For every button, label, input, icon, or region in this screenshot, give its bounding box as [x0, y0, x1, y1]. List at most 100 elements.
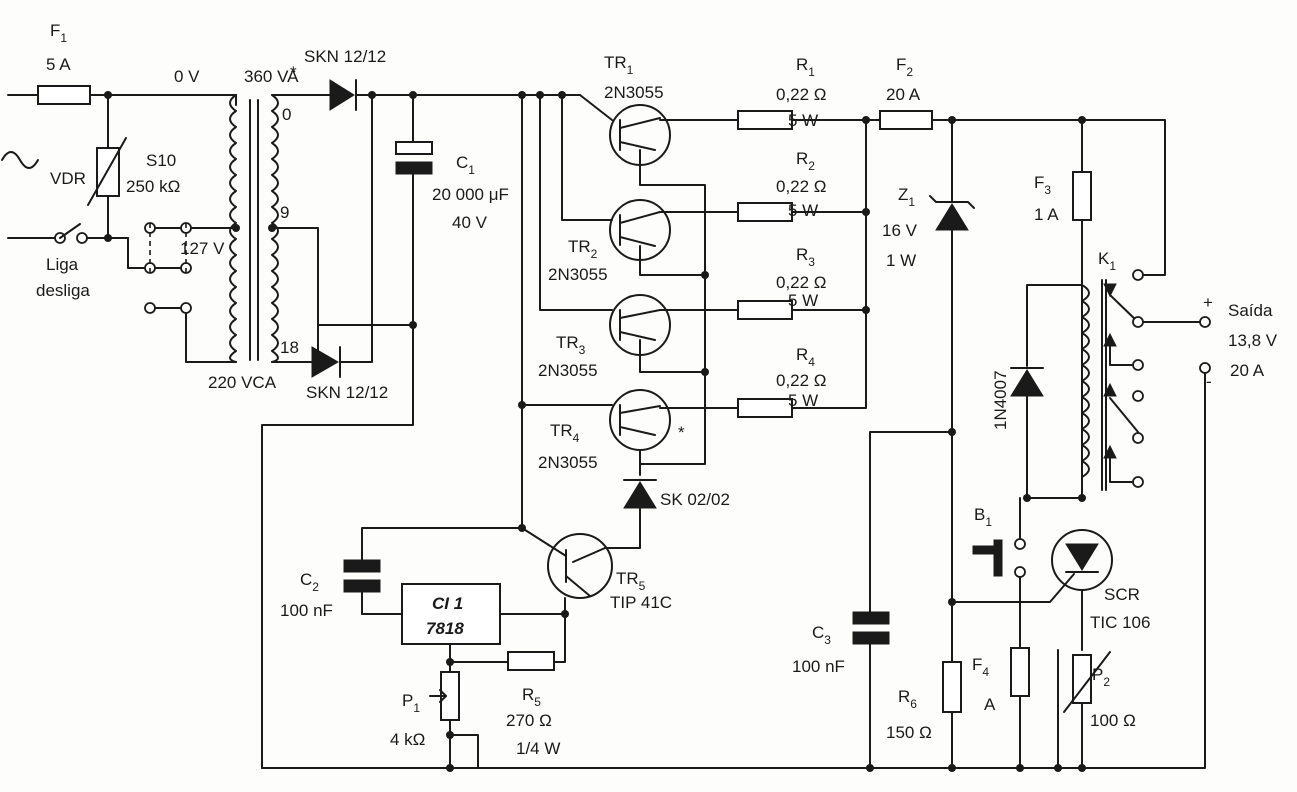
output-voltage: 13,8 V	[1228, 331, 1278, 350]
fuse-f4: F4 A	[972, 647, 1030, 769]
p1-name: P1	[402, 691, 420, 715]
f3-name: F3	[1034, 173, 1051, 197]
tr5-name: TR5	[616, 569, 646, 593]
vdr-name: S10	[146, 151, 176, 170]
capacitor-c3: C3 100 nF	[792, 431, 953, 769]
output-minus: -	[1206, 372, 1212, 391]
relay-k1: K1	[1081, 249, 1201, 491]
c3-name: C3	[812, 623, 831, 647]
z1-power: 1 W	[886, 251, 916, 270]
diode-skn-top: * SKN 12/12	[290, 47, 523, 111]
d-relay-label: 1N4007	[991, 370, 1010, 430]
r3-power: 5 W	[788, 291, 818, 310]
tr5-part: TIP 41C	[610, 593, 672, 612]
c1-value: 20 000 μF	[432, 185, 509, 204]
fuse-f2: F2 20 A	[879, 55, 1166, 276]
transformer-coils	[229, 94, 279, 363]
resistor-r4: R4 0,22 Ω 5 W	[737, 116, 870, 418]
transformer: 0 V 360 VA 0 9 18 220 VCA	[174, 67, 331, 392]
tr4-part: 2N3055	[538, 453, 598, 472]
resistor-r3: R3 0,22 Ω 5 W	[737, 245, 867, 320]
f4-name: F4	[972, 655, 989, 679]
c3-value: 100 nF	[792, 657, 845, 676]
f4-value: A	[984, 695, 996, 714]
r1-value: 0,22 Ω	[776, 85, 827, 104]
c2-name: C2	[300, 570, 319, 594]
diode-1n4007: 1N4007	[991, 284, 1086, 502]
pot-p1: P1 4 kΩ	[390, 671, 479, 769]
r4-value: 0,22 Ω	[776, 371, 827, 390]
f2-name: F2	[896, 55, 913, 79]
resistor-r6: R6 150 Ω	[886, 661, 962, 742]
fuse-f3: F3 1 A	[1034, 119, 1092, 499]
r5-name: R5	[522, 685, 541, 709]
button-b1: B1	[972, 497, 1026, 649]
ground-rail-dots	[446, 764, 1086, 772]
r1-power: 5 W	[788, 111, 818, 130]
tap-18-label: 18	[280, 338, 299, 357]
xfmr-220-label: 220 VCA	[208, 373, 277, 392]
k1-name: K1	[1098, 249, 1116, 273]
output-label: Saída	[1228, 301, 1273, 320]
d-top-label: SKN 12/12	[304, 47, 386, 66]
f3-value: 1 A	[1034, 205, 1059, 224]
r6-name: R6	[898, 687, 917, 711]
ic-line2: 7818	[426, 619, 464, 638]
tr2-name: TR2	[568, 237, 598, 261]
tr2-part: 2N3055	[548, 265, 608, 284]
asterisk-tr4: *	[678, 423, 685, 442]
scr-part: TIC 106	[1090, 613, 1150, 632]
transistor-tr5: TR5 TIP 41C	[521, 527, 672, 615]
capacitor-c1: C1 20 000 μF 40 V	[261, 94, 509, 769]
vdr-s10: VDR S10 250 kΩ	[50, 94, 180, 239]
tr4-name: TR4	[550, 421, 580, 445]
xfmr-rating-label: 360 VA	[244, 67, 299, 86]
c1-voltage: 40 V	[452, 213, 488, 232]
voltage-selector: 127 V	[127, 222, 237, 363]
r2-power: 5 W	[788, 201, 818, 220]
c1-name: C1	[456, 153, 475, 177]
tap-0-label: 0	[282, 105, 291, 124]
z1-voltage: 16 V	[882, 221, 918, 240]
ac-input	[1, 94, 57, 239]
r2-value: 0,22 Ω	[776, 177, 827, 196]
tr1-part: 2N3055	[604, 83, 664, 102]
output-current: 20 A	[1230, 361, 1265, 380]
resistor-r1: R1 0,22 Ω 5 W	[737, 55, 881, 130]
b1-name: B1	[974, 505, 992, 529]
ic-7818: CI 1 7818	[401, 583, 569, 673]
r3-value: 0,22 Ω	[776, 273, 827, 292]
d-base-label: SK 02/02	[660, 490, 730, 509]
fuse-f1: F1 5 A	[37, 21, 237, 105]
r3-name: R3	[796, 245, 815, 269]
c2-value: 100 nF	[280, 601, 333, 620]
resistor-r2: R2 0,22 Ω 5 W	[737, 149, 867, 222]
scr-label: SCR	[1104, 585, 1140, 604]
r4-power: 5 W	[788, 391, 818, 410]
transistor-tr2: TR2 2N3055	[548, 199, 739, 284]
r6-value: 150 Ω	[886, 723, 932, 742]
resistor-r5: R5 270 Ω 1/4 W	[446, 651, 560, 758]
r5-power: 1/4 W	[516, 739, 560, 758]
tap-9-label: 9	[280, 203, 289, 222]
diode-sk0202: SK 02/02	[604, 479, 730, 549]
output-plus: +	[1203, 293, 1213, 312]
tr1-name: TR1	[604, 53, 634, 77]
z1-name: Z1	[898, 185, 915, 209]
r5-value: 270 Ω	[506, 711, 552, 730]
ic-line1: CI 1	[432, 594, 463, 613]
transistor-tr1: TR1 2N3055	[604, 53, 739, 276]
diode-skn-bottom: SKN 12/12	[306, 94, 388, 402]
xfmr-0v-label: 0 V	[174, 67, 200, 86]
collector-bus	[412, 91, 613, 532]
vdr-value: 250 kΩ	[126, 177, 180, 196]
r2-name: R2	[796, 149, 815, 173]
pot-p2: P2 100 Ω	[1057, 649, 1136, 769]
asterisk-top: *	[290, 63, 297, 82]
switch-label-1: Liga	[46, 255, 79, 274]
power-switch: Liga desliga	[36, 223, 129, 300]
tap-127-label: 127 V	[180, 239, 225, 258]
ac-source-icon	[1, 151, 39, 169]
r1-name: R1	[796, 55, 815, 79]
